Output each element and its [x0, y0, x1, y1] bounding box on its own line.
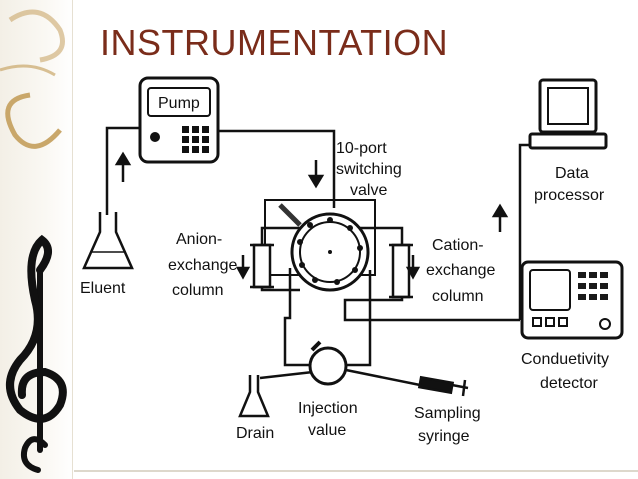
- conductivity-detector: [520, 260, 624, 340]
- bottom-divider: [74, 470, 638, 472]
- computer-icon: [528, 78, 608, 150]
- detector-label-1: Conduetivity: [521, 351, 609, 368]
- anion-label-3: column: [172, 282, 224, 299]
- valve-label-1: 10-port: [336, 140, 387, 157]
- cation-label-2: exchange: [426, 262, 495, 279]
- flask-icon: [82, 212, 134, 270]
- syringe-icon: [345, 368, 469, 397]
- pump: [138, 76, 220, 164]
- flow-arrows: [114, 151, 509, 280]
- swirl-icon: [0, 9, 65, 149]
- treble-clef-icon: [6, 234, 67, 473]
- data-processor-label-2: processor: [534, 187, 605, 204]
- injection-label-1: Injection: [298, 400, 358, 417]
- cation-label-1: Cation-: [432, 237, 484, 254]
- left-divider: [72, 0, 73, 479]
- eluent-label: Eluent: [80, 280, 126, 297]
- anion-exchange-column: [250, 243, 274, 289]
- valve-label-3: valve: [350, 182, 387, 199]
- anion-label-2: exchange: [168, 257, 237, 274]
- ten-port-switching-valve: [264, 199, 376, 292]
- detector-label-2: detector: [540, 375, 598, 392]
- cation-label-3: column: [432, 288, 484, 305]
- injection-label-2: value: [308, 422, 346, 439]
- drain-flask-icon: [238, 375, 270, 418]
- valve-label-2: switching: [336, 161, 402, 178]
- sampling-label-1: Sampling: [414, 405, 481, 422]
- sampling-label-2: syringe: [418, 428, 470, 445]
- drain-label: Drain: [236, 425, 274, 442]
- pump-label: Pump: [158, 95, 200, 112]
- page-title: INSTRUMENTATION: [100, 22, 449, 63]
- tubing-lines: [105, 126, 555, 380]
- injection-valve: [308, 340, 348, 386]
- anion-label-1: Anion-: [176, 231, 222, 248]
- data-processor-label-1: Data: [555, 165, 589, 182]
